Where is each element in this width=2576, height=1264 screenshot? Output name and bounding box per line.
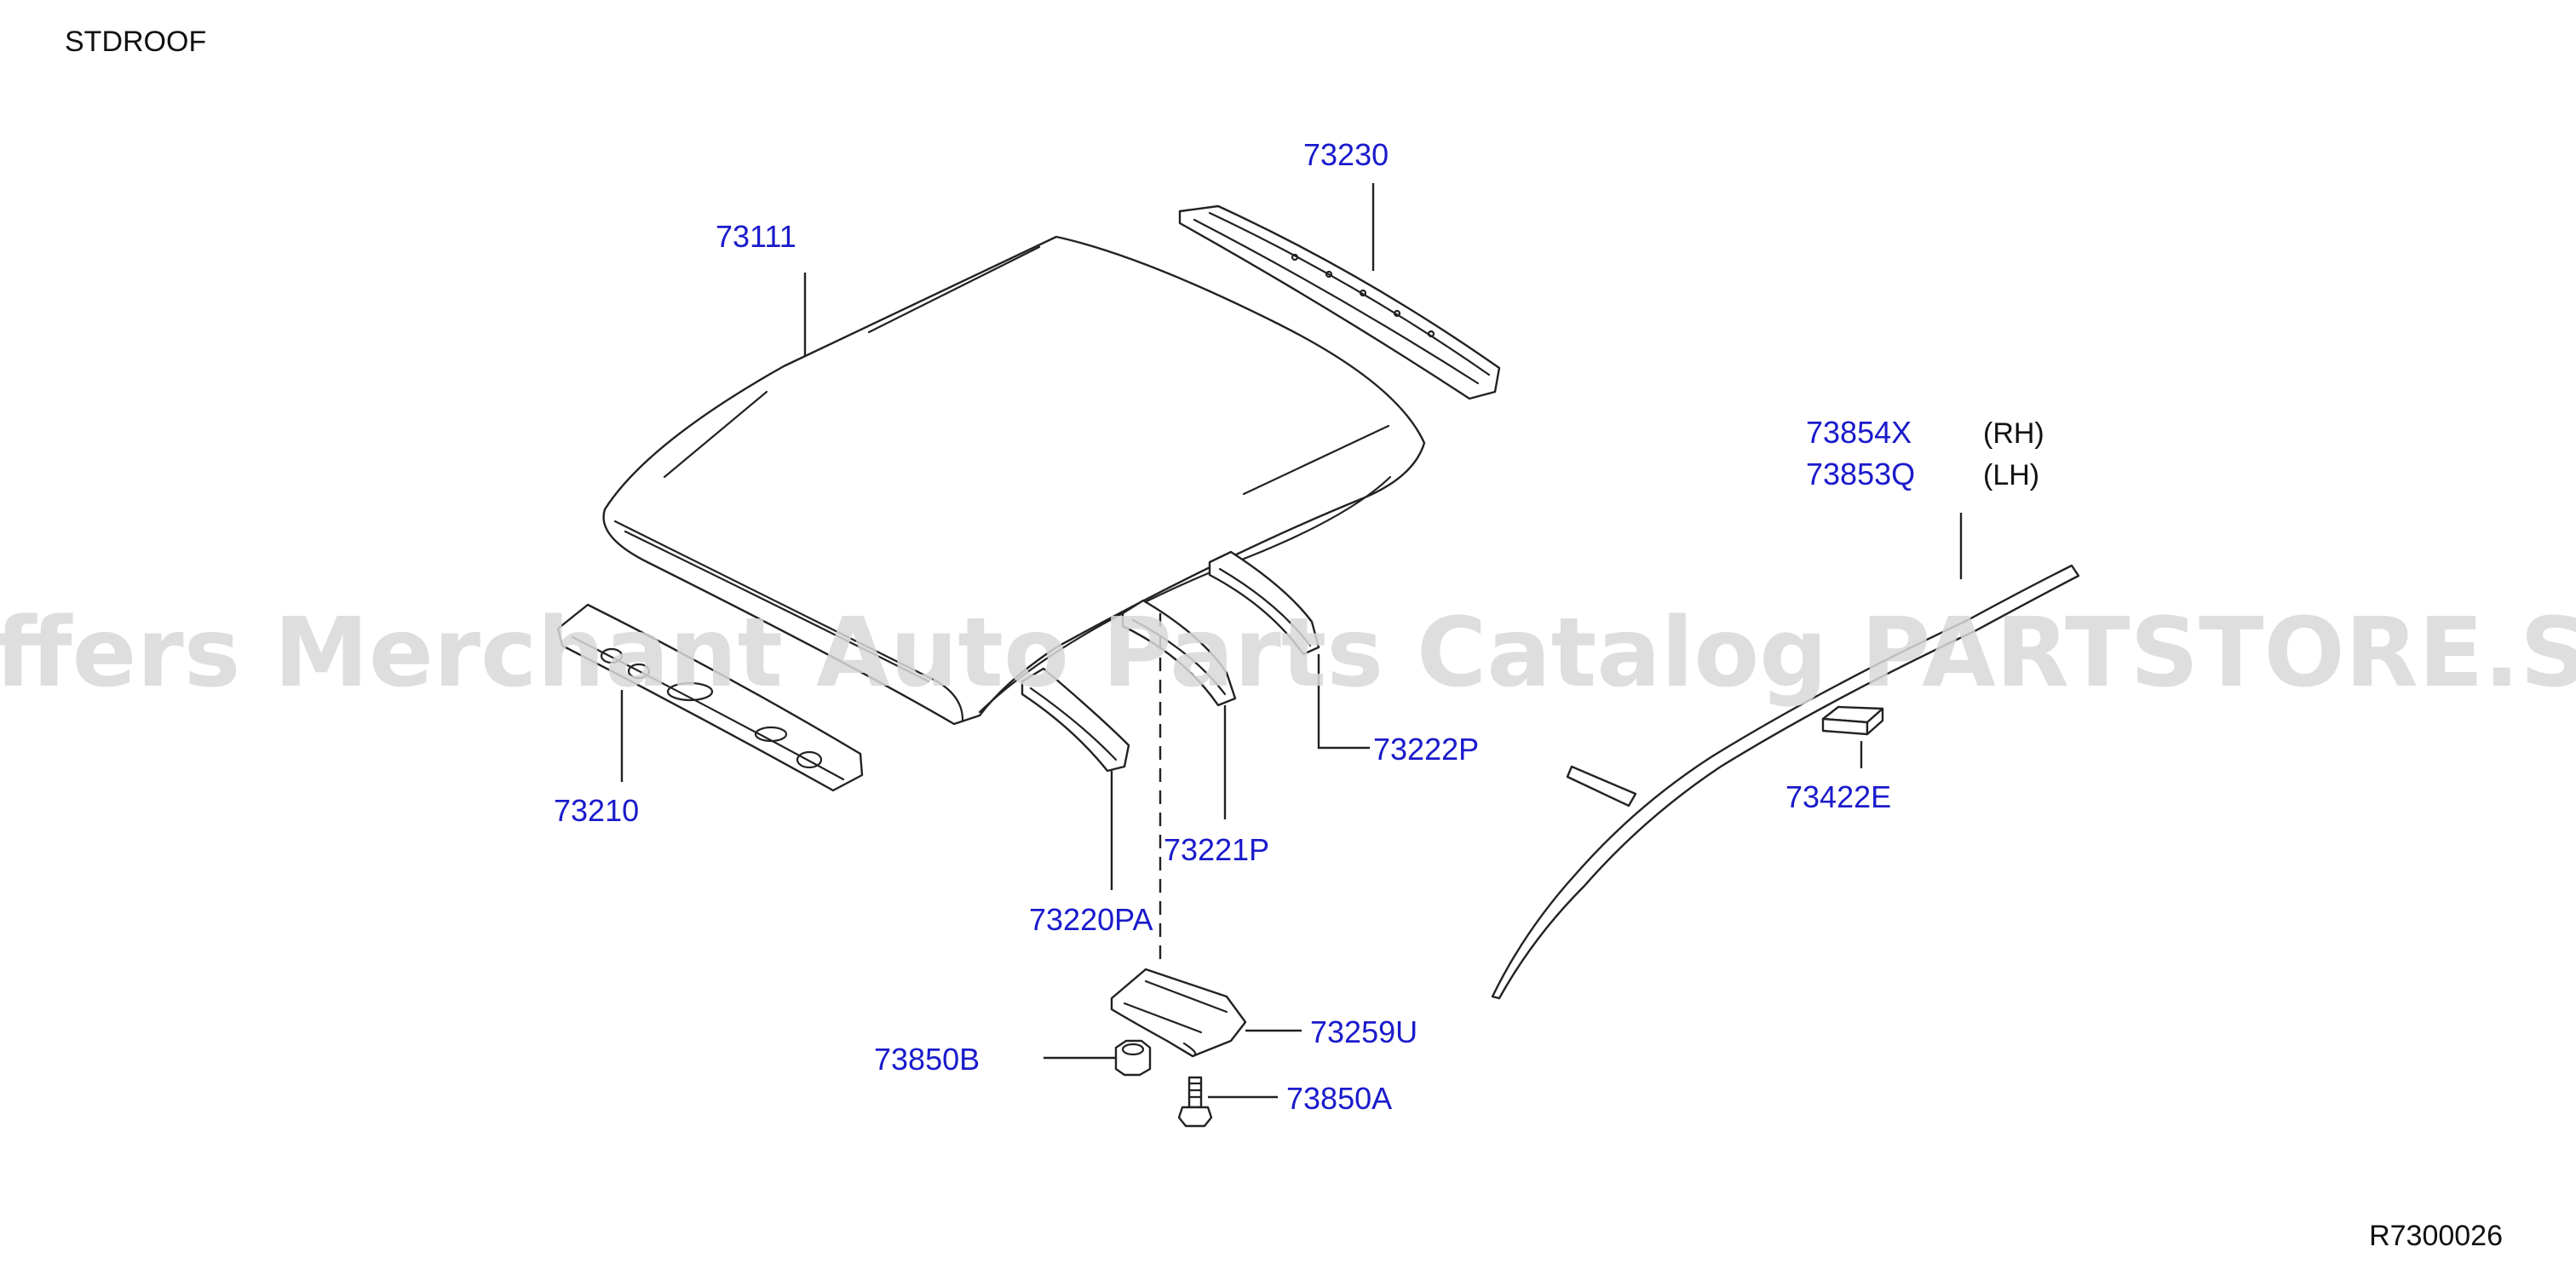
callout-73854x[interactable]: 73854X <box>1806 415 1912 450</box>
callout-73850b[interactable]: 73850B <box>874 1042 980 1077</box>
front-roof-rail-drawing <box>1178 204 1501 400</box>
roof-bow-73220pa-drawing <box>1021 667 1130 773</box>
nut-73850b-drawing <box>1114 1039 1152 1077</box>
callout-73111[interactable]: 73111 <box>716 219 796 254</box>
side-lh-label: (LH) <box>1983 459 2039 491</box>
roof-bow-73222p-drawing <box>1208 550 1320 656</box>
rear-roof-rail-drawing <box>556 603 864 792</box>
front-rail-holes <box>1291 253 1435 338</box>
callout-73422e[interactable]: 73422E <box>1785 779 1891 814</box>
callout-73210[interactable]: 73210 <box>554 793 639 828</box>
roof-bow-73221p-drawing <box>1121 599 1237 707</box>
diagram-code: R7300026 <box>2369 1220 2503 1252</box>
roof-panel-drawing <box>602 235 1426 726</box>
callout-labels: 73111 73230 73210 73222P 73221P 73220PA … <box>554 137 1915 1116</box>
roof-molding-drawing <box>1491 564 2080 1000</box>
callout-73221p[interactable]: 73221P <box>1164 832 1269 867</box>
side-rh-label: (RH) <box>1983 417 2044 450</box>
callout-73222p[interactable]: 73222P <box>1373 732 1479 767</box>
bolt-73850a-drawing <box>1177 1076 1213 1128</box>
callout-73853q[interactable]: 73853Q <box>1806 457 1915 491</box>
diagram-title: STDROOF <box>65 26 206 58</box>
callout-73259u[interactable]: 73259U <box>1310 1014 1417 1049</box>
molding-clip-drawing <box>1821 705 1884 736</box>
watermark-text: Offers Merchant Auto Parts Catalog PARTS… <box>0 598 2576 709</box>
bracket-73259u-drawing <box>1110 968 1247 1058</box>
callout-73230[interactable]: 73230 <box>1303 137 1389 172</box>
callout-73220pa[interactable]: 73220PA <box>1029 902 1153 937</box>
callout-73850a[interactable]: 73850A <box>1286 1081 1392 1116</box>
leader-lines <box>620 183 1963 1099</box>
